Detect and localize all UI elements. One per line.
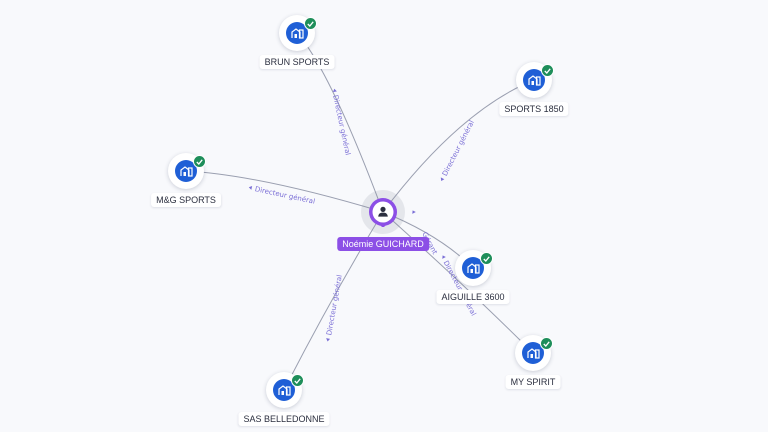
verified-check-icon xyxy=(540,337,553,350)
verified-check-icon xyxy=(291,374,304,387)
relation-label-text: Directeur général xyxy=(325,274,344,336)
company-building-icon xyxy=(522,342,544,364)
relation-label-brun: Directeur général xyxy=(331,88,352,156)
relation-label-sports1850: Directeur général xyxy=(440,119,476,181)
user-icon xyxy=(369,198,397,227)
company-name-label: M&G SPORTS xyxy=(151,193,221,207)
verified-check-icon xyxy=(193,155,206,168)
verified-check-icon xyxy=(541,64,554,77)
company-name-label: MY SPIRIT xyxy=(505,375,561,389)
relation-arrow-icon xyxy=(412,210,416,214)
company-name-label: SAS BELLEDONNE xyxy=(238,412,330,426)
relation-arrow-icon xyxy=(442,255,446,259)
company-building-icon xyxy=(286,22,308,44)
relation-edge-belledonne xyxy=(283,211,384,391)
relation-arrow-icon xyxy=(326,338,331,342)
company-bubble xyxy=(455,250,491,286)
company-bubble xyxy=(516,62,552,98)
relation-arrow-icon xyxy=(440,177,445,181)
company-name-label: SPORTS 1850 xyxy=(499,102,569,116)
relation-edge-myspirit xyxy=(382,211,534,354)
relation-edge-sports1850 xyxy=(382,79,535,213)
verified-check-icon xyxy=(304,17,317,30)
company-name-label: BRUN SPORTS xyxy=(259,55,335,69)
company-building-icon xyxy=(175,160,197,182)
relation-label-mg: Directeur général xyxy=(248,185,316,206)
company-building-icon xyxy=(462,257,484,279)
relation-label-text: Directeur général xyxy=(441,119,476,177)
relation-label-text: Directeur général xyxy=(254,185,316,206)
relation-arrow-icon xyxy=(332,88,337,93)
company-name-label: AIGUILLE 3600 xyxy=(436,290,510,304)
person-name-label: Noémie GUICHARD xyxy=(337,237,429,251)
relation-arrow-icon xyxy=(248,185,253,190)
relation-edge-mg xyxy=(185,170,384,213)
verified-check-icon xyxy=(480,252,493,265)
company-building-icon xyxy=(523,69,545,91)
company-building-icon xyxy=(273,379,295,401)
